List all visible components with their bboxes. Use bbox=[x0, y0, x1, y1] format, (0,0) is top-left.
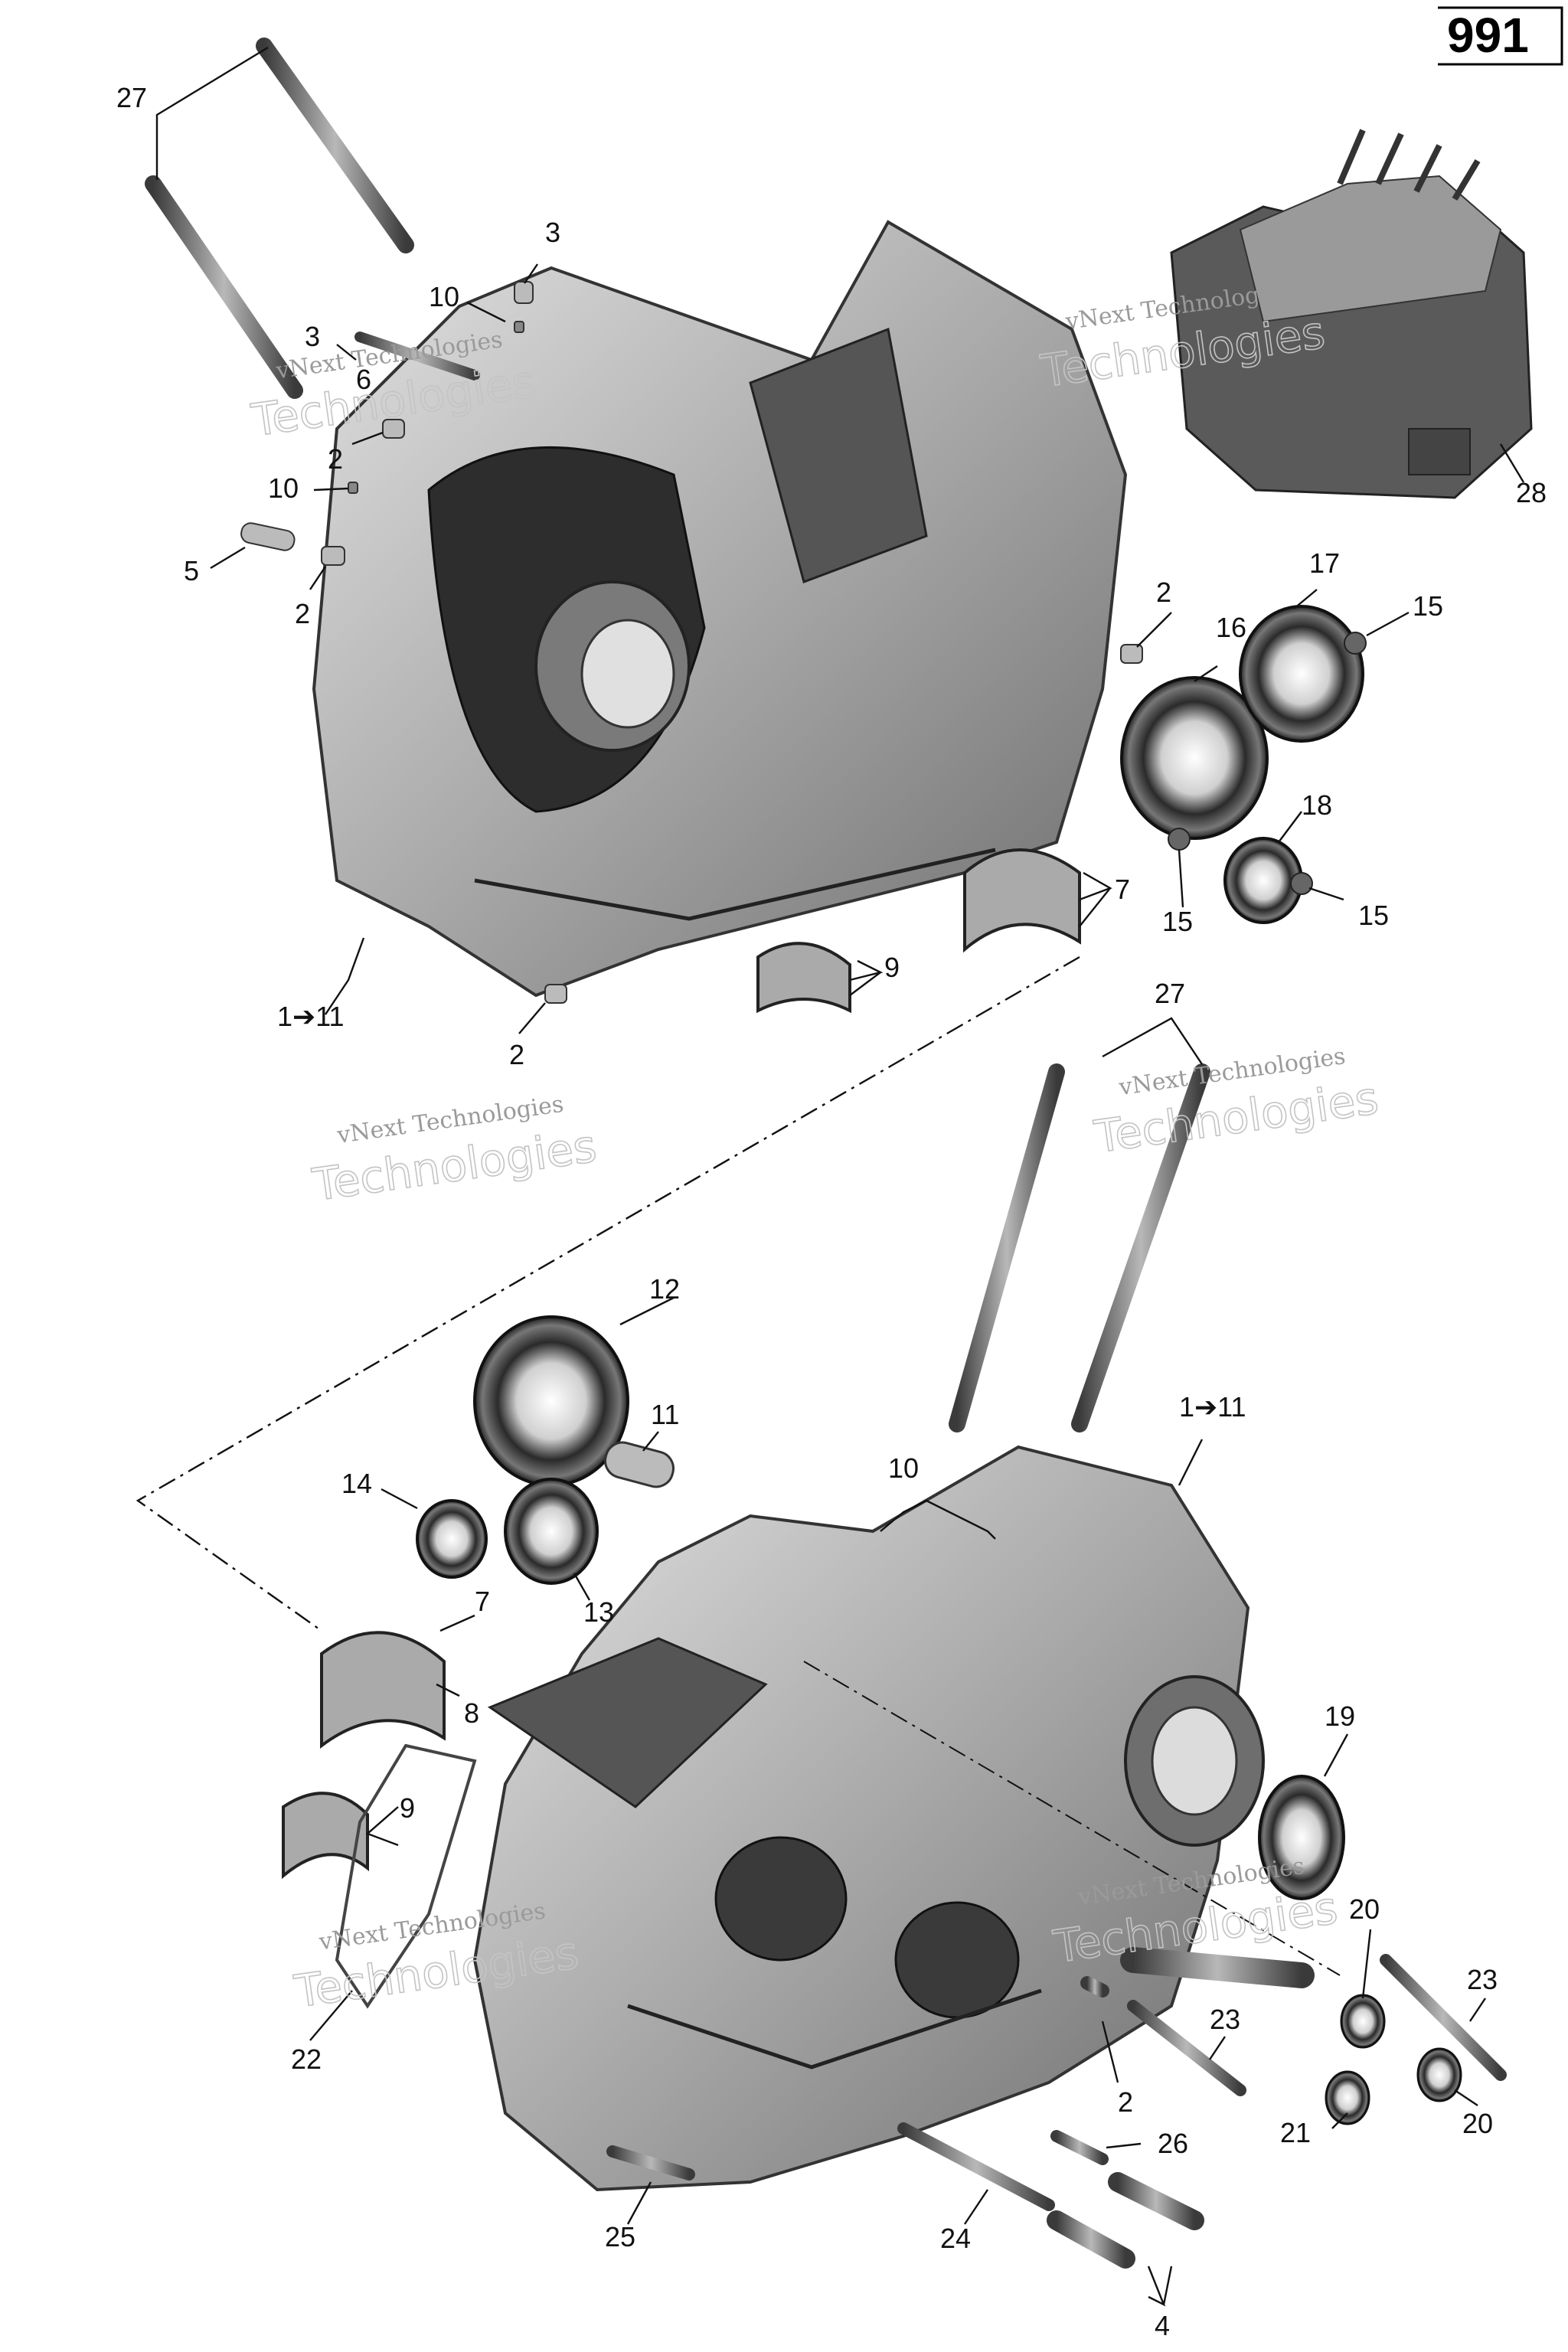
bolts-lower bbox=[606, 1947, 1507, 2269]
page-number: 991 bbox=[1447, 8, 1529, 63]
page-number-box: 991 bbox=[1438, 6, 1563, 66]
bearings-upper bbox=[1120, 605, 1367, 924]
callout-23: 23 bbox=[1210, 2004, 1240, 2035]
callout-27: 27 bbox=[1155, 978, 1185, 1009]
callout-10: 10 bbox=[268, 472, 299, 504]
half-shell-bearings-upper bbox=[756, 848, 1081, 1014]
callout-1-to-11: 1➔11 bbox=[277, 1001, 345, 1032]
callout-6: 6 bbox=[356, 364, 371, 395]
callout-12: 12 bbox=[649, 1273, 680, 1305]
callout-15: 15 bbox=[1358, 900, 1389, 931]
gasket bbox=[335, 1743, 477, 2009]
callout-21: 21 bbox=[1280, 2117, 1311, 2148]
callout-5: 5 bbox=[184, 555, 199, 586]
callout-2: 2 bbox=[295, 598, 310, 629]
callout-8: 8 bbox=[464, 1697, 479, 1729]
callout-labels: 27 3 10 3 6 2 10 5 2 1➔11 2 9 7 2 16 17 … bbox=[116, 82, 1547, 2341]
callout-4: 4 bbox=[1155, 2310, 1170, 2341]
dowel-pins-upper bbox=[240, 281, 1143, 1004]
callout-20: 20 bbox=[1349, 1893, 1380, 1925]
callout-7: 7 bbox=[1115, 874, 1130, 905]
alignment-line bbox=[136, 956, 1341, 1976]
callout-27: 27 bbox=[116, 82, 147, 113]
callout-20: 20 bbox=[1462, 2108, 1493, 2139]
callout-9: 9 bbox=[400, 1792, 415, 1824]
callout-10: 10 bbox=[429, 281, 459, 312]
callout-22: 22 bbox=[291, 2043, 322, 2075]
callout-24: 24 bbox=[940, 2223, 971, 2254]
callout-14: 14 bbox=[341, 1468, 372, 1499]
stud-bolts-upper bbox=[145, 38, 480, 399]
callout-23: 23 bbox=[1467, 1964, 1498, 1995]
callout-16: 16 bbox=[1216, 612, 1246, 643]
callout-2: 2 bbox=[1118, 2086, 1133, 2118]
callout-7: 7 bbox=[475, 1586, 490, 1617]
callout-2: 2 bbox=[1156, 577, 1171, 608]
callout-2: 2 bbox=[328, 443, 343, 475]
callout-9: 9 bbox=[884, 952, 900, 983]
stud-bolts-lower bbox=[949, 1063, 1210, 1432]
upper-crankcase-half bbox=[312, 220, 1128, 998]
callout-18: 18 bbox=[1302, 789, 1332, 821]
leader-lines bbox=[155, 46, 1525, 2307]
callout-28: 28 bbox=[1516, 477, 1547, 508]
half-shell-bearings-lower bbox=[282, 1631, 446, 1880]
callout-17: 17 bbox=[1309, 547, 1340, 579]
callout-10: 10 bbox=[888, 1452, 919, 1484]
callout-3: 3 bbox=[545, 217, 560, 248]
callout-19: 19 bbox=[1325, 1700, 1355, 1732]
lower-crankcase-half bbox=[472, 1445, 1265, 2192]
callout-2: 2 bbox=[509, 1039, 524, 1070]
callout-26: 26 bbox=[1158, 2128, 1188, 2159]
callout-13: 13 bbox=[583, 1596, 614, 1628]
bearings-lower bbox=[416, 1315, 1462, 2125]
callout-11: 11 bbox=[651, 1399, 679, 1430]
callout-15: 15 bbox=[1413, 590, 1443, 622]
callout-3: 3 bbox=[305, 321, 320, 352]
callout-25: 25 bbox=[605, 2221, 635, 2252]
assembled-engine-thumbnail bbox=[1170, 129, 1533, 499]
callout-1-to-11: 1➔11 bbox=[1179, 1391, 1246, 1423]
callout-15: 15 bbox=[1162, 906, 1193, 937]
